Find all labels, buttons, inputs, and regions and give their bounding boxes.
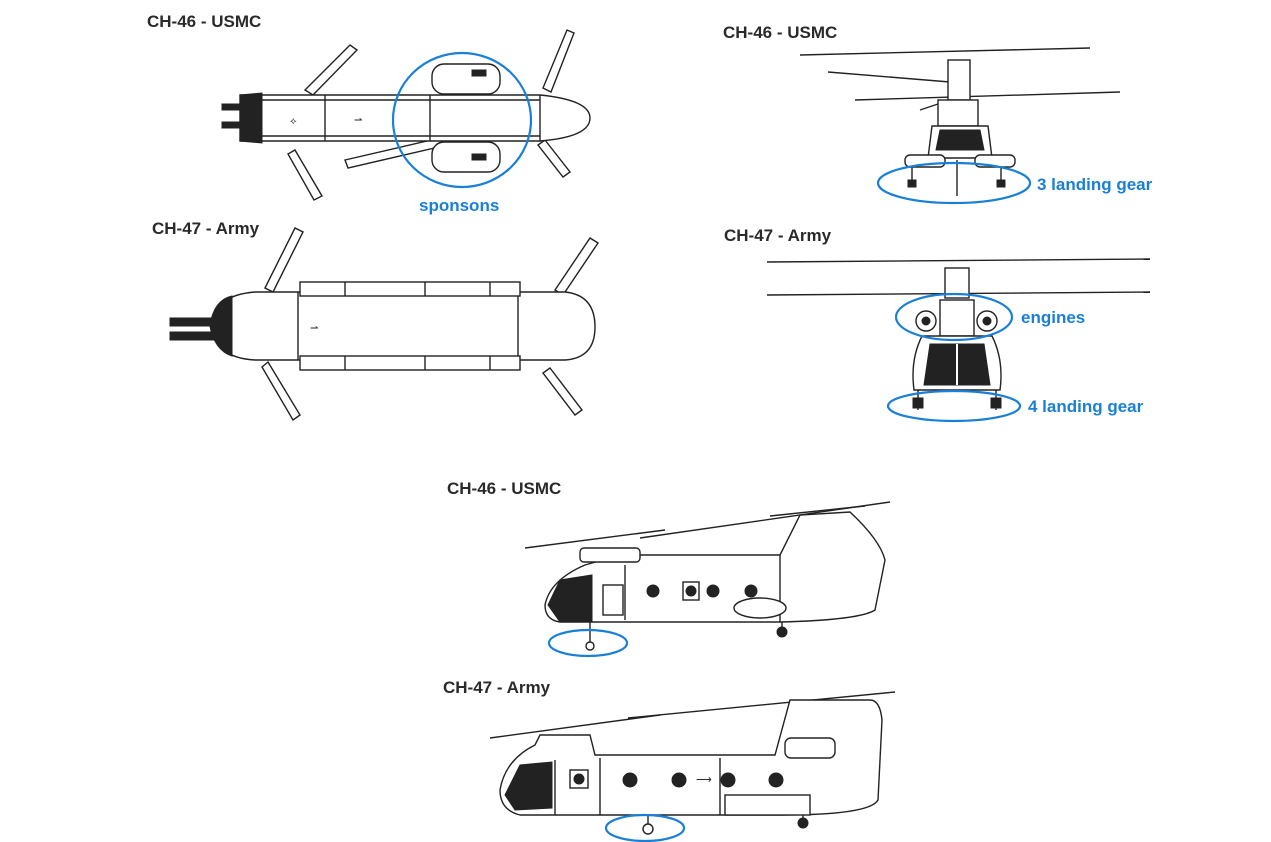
ch46-top-view: ⟡ ⇀: [221, 29, 591, 201]
label-top-ch47: CH-47 - Army: [152, 219, 260, 238]
label-top-ch46: CH-46 - USMC: [147, 12, 261, 31]
svg-text:⟶: ⟶: [696, 774, 712, 786]
ch47-side-view: ⟶: [489, 691, 896, 842]
annotation-three-landing-gear: 3 landing gear: [1037, 175, 1153, 194]
ch47-top-view: ⇀: [169, 227, 599, 422]
svg-text:⇀: ⇀: [354, 115, 362, 126]
svg-text:⇀: ⇀: [310, 323, 318, 334]
ch47-front-view: [766, 258, 1151, 423]
ch46-side-view: [524, 501, 891, 658]
label-side-ch46: CH-46 - USMC: [447, 479, 561, 498]
annotation-four-landing-gear: 4 landing gear: [1028, 397, 1144, 416]
svg-text:⟡: ⟡: [290, 116, 297, 127]
ch46-front-view: [799, 47, 1121, 205]
label-front-ch47: CH-47 - Army: [724, 226, 832, 245]
annotation-sponsons: sponsons: [419, 196, 499, 215]
label-front-ch46: CH-46 - USMC: [723, 23, 837, 42]
annotation-engines: engines: [1021, 308, 1085, 327]
label-side-ch47: CH-47 - Army: [443, 678, 551, 697]
